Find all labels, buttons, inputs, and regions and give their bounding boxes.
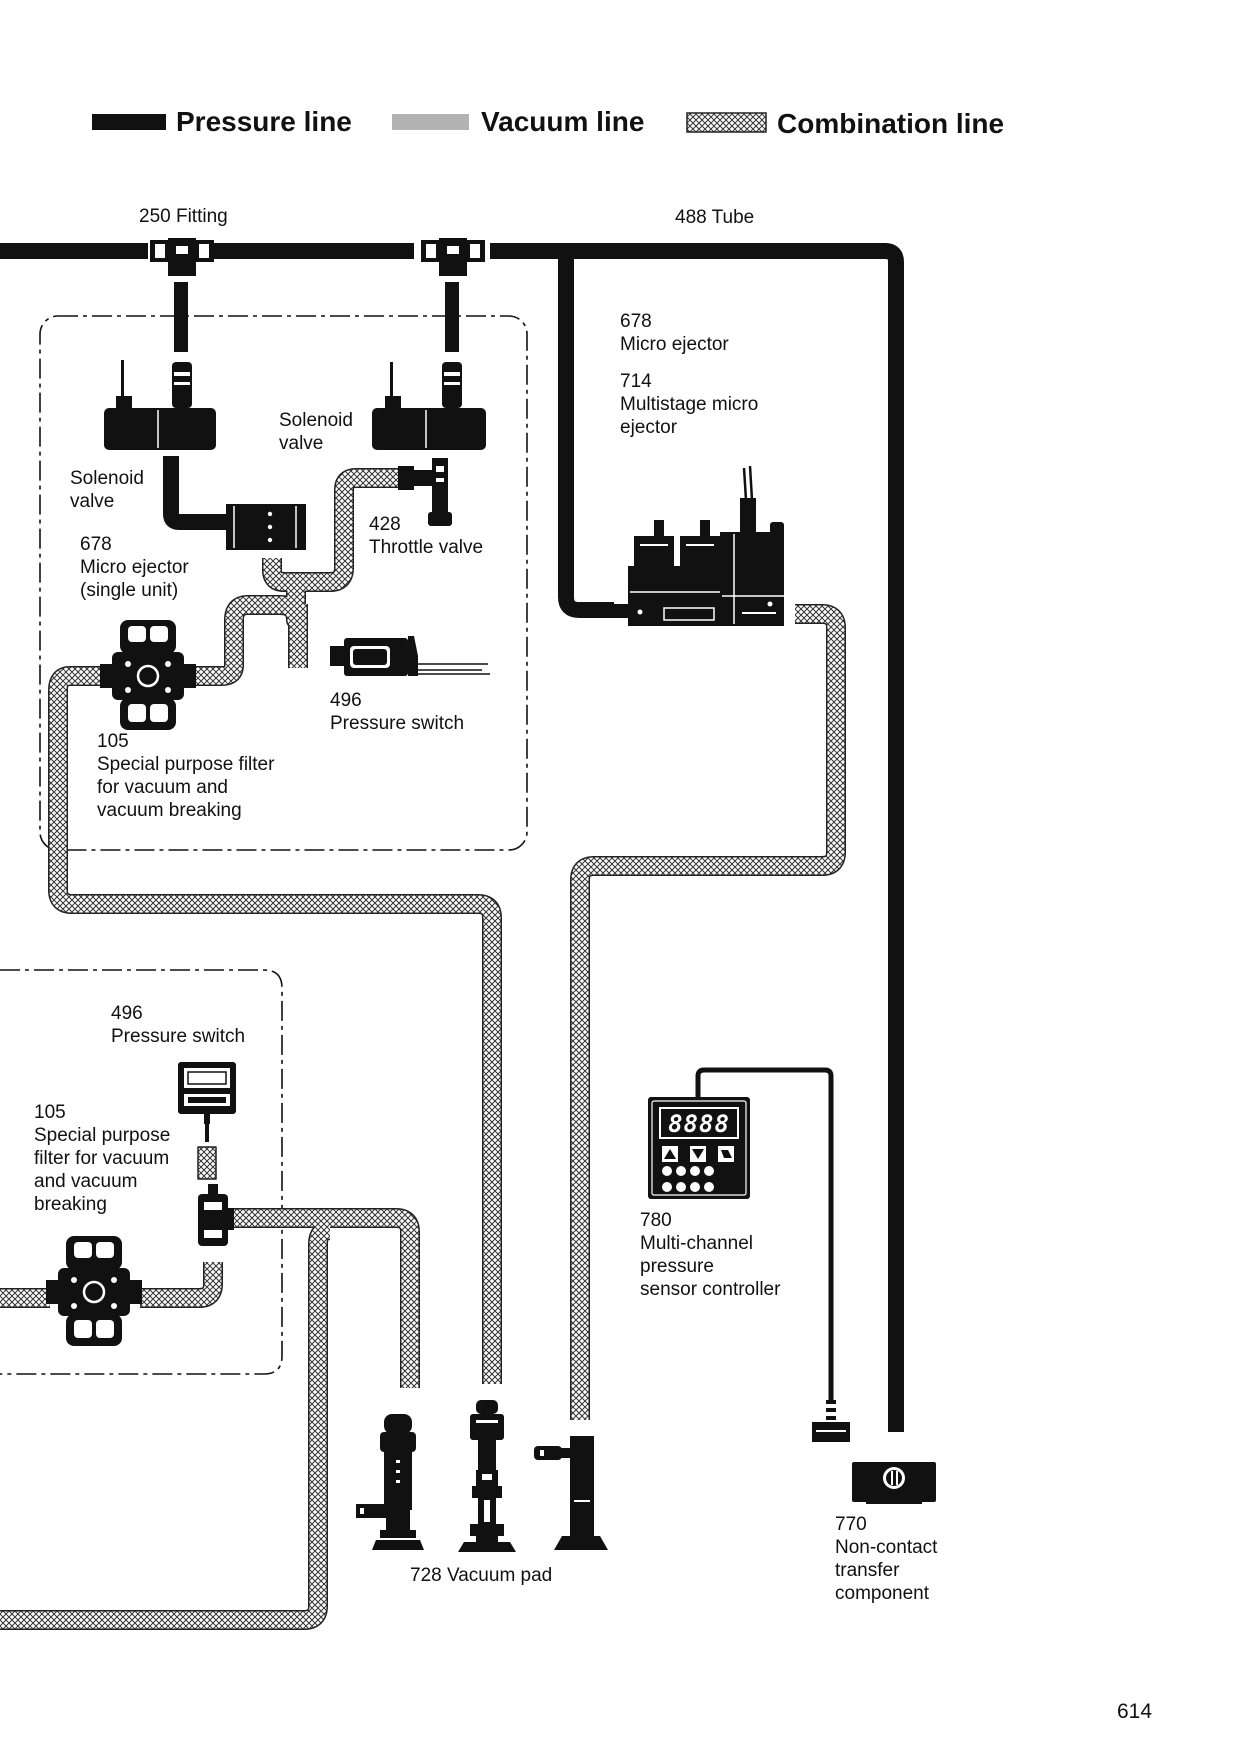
label-controller-number: 780 [640,1210,672,1231]
label-filter-bottom-line3: and vacuum [34,1171,138,1192]
label-throttle-number: 428 [369,514,401,535]
label-filter-top-number: 105 [97,731,129,752]
label-filter-top: 105 Special purpose filter for vacuum an… [97,730,274,822]
label-controller-line2: pressure [640,1256,714,1277]
label-multistage-line1: Multistage micro [620,394,759,415]
label-controller-line1: Multi-channel [640,1233,753,1254]
page-number: 614 [1117,1700,1153,1723]
label-tube: 488 Tube [675,207,755,228]
label-throttle: 428 Throttle valve [369,513,483,559]
label-solenoid-right-line1: Solenoid [279,410,353,431]
legend-pressure-label: Pressure line [176,106,352,137]
filter-group-box [0,969,283,1375]
vacuum-pad-middle [458,1400,516,1552]
vacuum-pad-left [356,1414,424,1550]
solenoid-valve-right [372,362,486,450]
label-solenoid-left-line1: Solenoid [70,468,144,489]
ejector-group-box [39,315,528,851]
legend [92,112,767,133]
sensor-connector [812,1400,850,1442]
filter-105-bottom [46,1236,142,1346]
label-solenoid-left-line2: valve [70,491,115,512]
label-non-contact-line1: Non-contact [835,1537,938,1558]
label-micro-ejector-single-number: 678 [80,534,112,555]
label-pressure-switch-bottom-number: 496 [111,1003,143,1024]
label-micro-ejector-single-line2: (single unit) [80,580,179,601]
label-multistage-line2: ejector [620,417,678,438]
label-filter-bottom-line4: breaking [34,1194,107,1215]
fitting-250-right [421,238,485,276]
label-non-contact-line2: transfer [835,1560,900,1581]
label-micro-ejector-single: 678 Micro ejector (single unit) [80,533,189,602]
label-pressure-switch-top-number: 496 [330,690,362,711]
label-filter-top-line1: Special purpose filter [97,754,275,775]
label-non-contact-line3: component [835,1583,930,1604]
solenoid-valve-left [104,360,216,450]
throttle-valve [398,458,452,526]
legend-combination-swatch [686,112,767,133]
legend-vacuum-label: Vacuum line [481,106,645,137]
fitting-250-left [150,238,214,276]
label-filter-bottom-line1: Special purpose [34,1125,171,1146]
pressure-switch-bottom [178,1062,236,1142]
non-contact-transfer-770 [852,1462,936,1504]
label-vacuum-pad: 728 Vacuum pad [410,1565,553,1586]
label-pressure-switch-top-name: Pressure switch [330,713,465,734]
label-pressure-switch-bottom-name: Pressure switch [111,1026,246,1047]
label-solenoid-right: Solenoid valve [279,409,353,455]
label-filter-top-line2: for vacuum and [97,777,228,798]
label-non-contact: 770 Non-contact transfer component [835,1513,937,1605]
label-micro-ejector-top-number: 678 [620,311,652,332]
label-fitting: 250 Fitting [139,206,228,227]
micro-ejector-single [226,504,306,550]
label-solenoid-left: Solenoid valve [70,467,144,513]
label-solenoid-right-line2: valve [279,433,324,454]
vacuum-pad-right [534,1436,608,1550]
label-filter-bottom-line2: filter for vacuum [34,1148,170,1169]
legend-combination-label: Combination line [777,108,1005,139]
label-controller-line3: sensor controller [640,1279,781,1300]
controller-display: 8888 [668,1110,730,1138]
label-filter-bottom: 105 Special purpose filter for vacuum an… [34,1101,170,1216]
multistage-micro-ejector [614,465,784,626]
sensor-controller-780: 8888 [648,1097,750,1199]
pressure-switch-top [330,636,490,676]
label-micro-ejector-top-name: Micro ejector [620,334,729,355]
label-micro-ejector-single-line1: Micro ejector [80,557,189,578]
combination-lines [0,468,846,1630]
filter-105-top [100,620,196,730]
label-throttle-name: Throttle valve [369,537,484,558]
legend-pressure-swatch [92,114,166,130]
label-multistage-number: 714 [620,371,652,392]
label-pressure-switch-top: 496 Pressure switch [330,689,464,735]
tee-fitting-bottom [198,1184,234,1246]
label-non-contact-number: 770 [835,1514,867,1535]
label-filter-top-line3: vacuum breaking [97,800,242,821]
label-filter-bottom-number: 105 [34,1102,66,1123]
legend-vacuum-swatch [392,114,469,130]
label-pressure-switch-bottom: 496 Pressure switch [111,1002,245,1048]
pressure-lines [0,243,904,1432]
label-micro-ejector-top: 678 Micro ejector [620,310,729,356]
label-multistage: 714 Multistage micro ejector [620,370,758,439]
label-controller: 780 Multi-channel pressure sensor contro… [640,1209,780,1301]
